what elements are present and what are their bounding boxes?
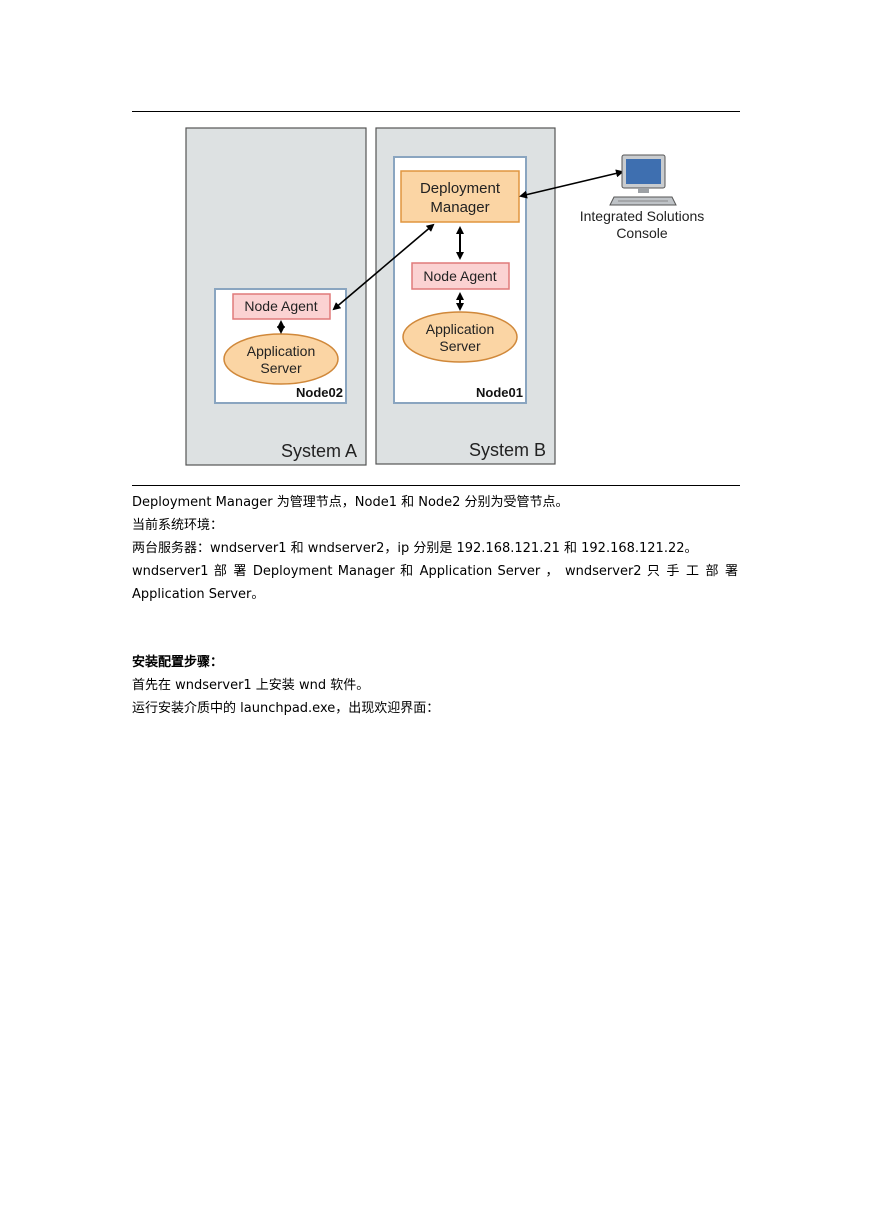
console-label-line1: Integrated Solutions [580,208,705,224]
deployment-manager-line1: Deployment [420,180,501,197]
desc-line-2: 当前系统环境： [132,518,224,533]
arrow-dm-console [519,169,624,199]
app-server-b-line1: Application [426,321,495,337]
desc-line-1: Deployment Manager 为管理节点，Node1 和 Node2 分… [132,495,569,510]
bottom-divider [132,485,740,486]
app-server-a-line1: Application [247,343,316,359]
computer-monitor-icon [609,154,677,206]
node-agent-a-box [232,293,331,320]
system-a-label: System A [281,441,357,461]
node02-label: Node02 [296,385,343,400]
deployment-manager-line2: Manager [430,199,489,216]
desc-line-3: 两台服务器：wndserver1 和 wndserver2，ip 分别是 192… [132,541,698,556]
steps-line-1: 首先在 wndserver1 上安装 wnd 软件。 [132,678,370,693]
app-server-b-line2: Server [439,338,481,354]
description-block: Deployment Manager 为管理节点，Node1 和 Node2 分… [132,491,738,606]
top-divider [132,111,740,112]
arrow-dm-agent-a [332,223,435,311]
console-label-line2: Console [616,225,668,241]
app-server-a-line2: Server [260,360,302,376]
node01-label: Node01 [476,385,523,400]
steps-block: 安装配置步骤： 首先在 wndserver1 上安装 wnd 软件。 运行安装介… [132,651,738,720]
node-agent-a-label: Node Agent [244,298,317,314]
desc-line-4: wndserver1 部 署 Deployment Manager 和 Appl… [132,564,738,579]
desc-line-5: Application Server。 [132,587,265,602]
deployment-manager-box [400,170,520,223]
topology-diagram: System A System B Node02 Node01 Deployme… [185,127,705,466]
app-server-a-ellipse [223,333,339,385]
steps-heading: 安装配置步骤： [132,655,224,670]
node-agent-b-label: Node Agent [423,268,496,284]
app-server-b-ellipse [402,311,518,363]
system-b-label: System B [469,440,546,460]
steps-line-2: 运行安装介质中的 launchpad.exe，出现欢迎界面： [132,701,440,716]
